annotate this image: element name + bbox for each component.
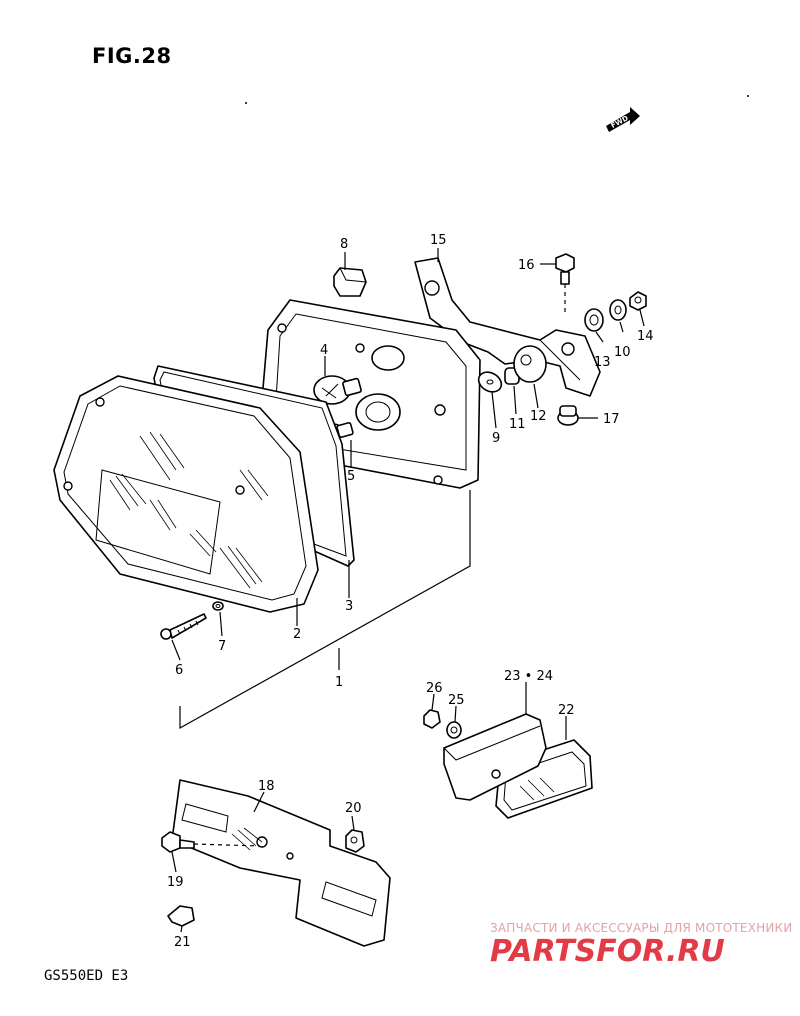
callout-17: 17 [603,412,620,427]
callout-12: 12 [530,409,547,424]
watermark-tagline: ЗАПЧАСТИ И АКСЕССУАРЫ ДЛЯ МОТОТЕХНИКИ [490,921,793,935]
watermark-logo: PARTSFOR.RU [490,934,725,969]
part-23-24-reflector-housing [443,713,547,801]
callout-22: 22 [558,703,575,718]
part-6-screw [160,613,207,640]
callout-8: 8 [340,237,348,252]
part-15-bracket [414,257,601,397]
part-7-washer [212,601,224,611]
part-12-grommet [513,345,547,383]
callout-7: 7 [218,639,226,654]
part-16-bolt [555,253,575,316]
fwd-arrow-icon: FWD [606,107,640,132]
callout-18: 18 [258,779,275,794]
part-20-nut [345,829,365,853]
part-1-outline [179,490,471,730]
part-13-collar [584,308,604,332]
callout-20: 20 [345,801,362,816]
callout-11: 11 [509,417,526,432]
callout-19: 19 [167,875,184,890]
part-14-nut [629,291,647,311]
fwd-label: FWD [610,114,630,130]
callout-16: 16 [518,258,535,273]
callouts: 1 2 3 4 5 6 7 8 9 10 11 12 13 14 15 16 1… [167,233,654,950]
callout-14: 14 [637,329,654,344]
model-code: GS550ED E3 [44,968,129,984]
callout-9: 9 [492,431,500,446]
part-10-washer [609,299,627,321]
part-18-license-bracket [171,779,391,947]
part-9-washer [477,371,503,393]
callout-4: 4 [320,343,328,358]
callout-23-24: 23 • 24 [504,669,553,684]
callout-13: 13 [594,355,611,370]
callout-2: 2 [293,627,301,642]
part-8-cap [333,267,367,297]
callout-26: 26 [426,681,443,696]
part-4-bulb [313,375,362,405]
leader-lines [171,248,645,933]
part-17-grommet [557,405,579,426]
part-2-lens [53,375,319,613]
callout-1: 1 [335,675,343,690]
callout-3: 3 [345,599,353,614]
part-26-nut [423,709,441,729]
part-19-bolt [161,831,261,853]
callout-25: 25 [448,693,465,708]
part-25-washer [446,721,462,739]
callout-15: 15 [430,233,447,248]
callout-10: 10 [614,345,631,360]
part-21-cushion [167,905,195,927]
callout-21: 21 [174,935,191,950]
figure-title: FIG.28 [92,44,172,68]
callout-6: 6 [175,663,183,678]
callout-5: 5 [347,469,355,484]
